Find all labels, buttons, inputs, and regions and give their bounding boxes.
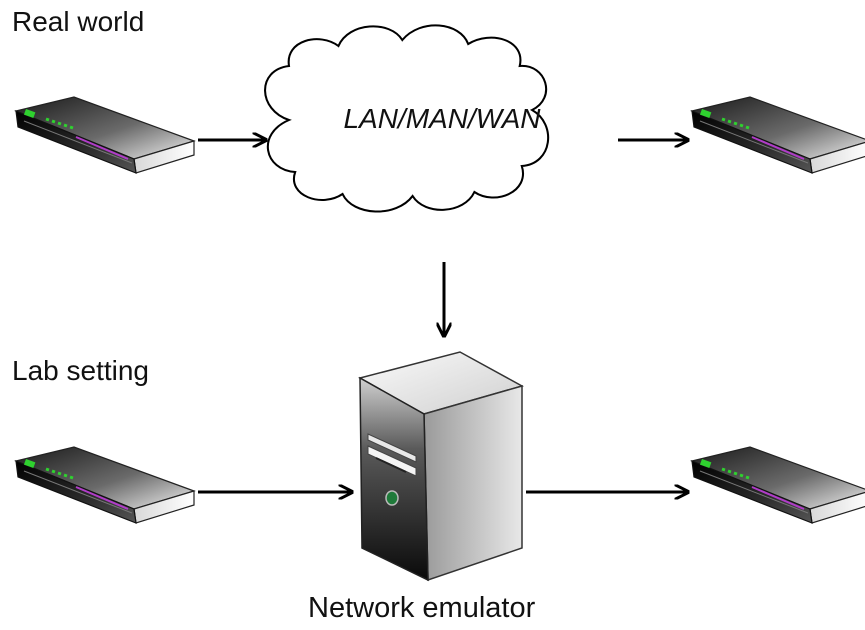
real-world-label: Real world bbox=[12, 6, 145, 37]
network-label: LAN/MAN/WAN bbox=[343, 103, 541, 134]
server-tower-icon bbox=[358, 351, 524, 582]
router-icon-real-right bbox=[690, 95, 865, 175]
router-icon-lab-right bbox=[690, 445, 865, 525]
lab-setting-label: Lab setting bbox=[12, 355, 149, 386]
router-icon-lab-left bbox=[14, 445, 196, 525]
cloud-icon bbox=[264, 24, 550, 213]
router-icon-real-left bbox=[14, 95, 196, 175]
network-emulator-label: Network emulator bbox=[308, 592, 536, 624]
